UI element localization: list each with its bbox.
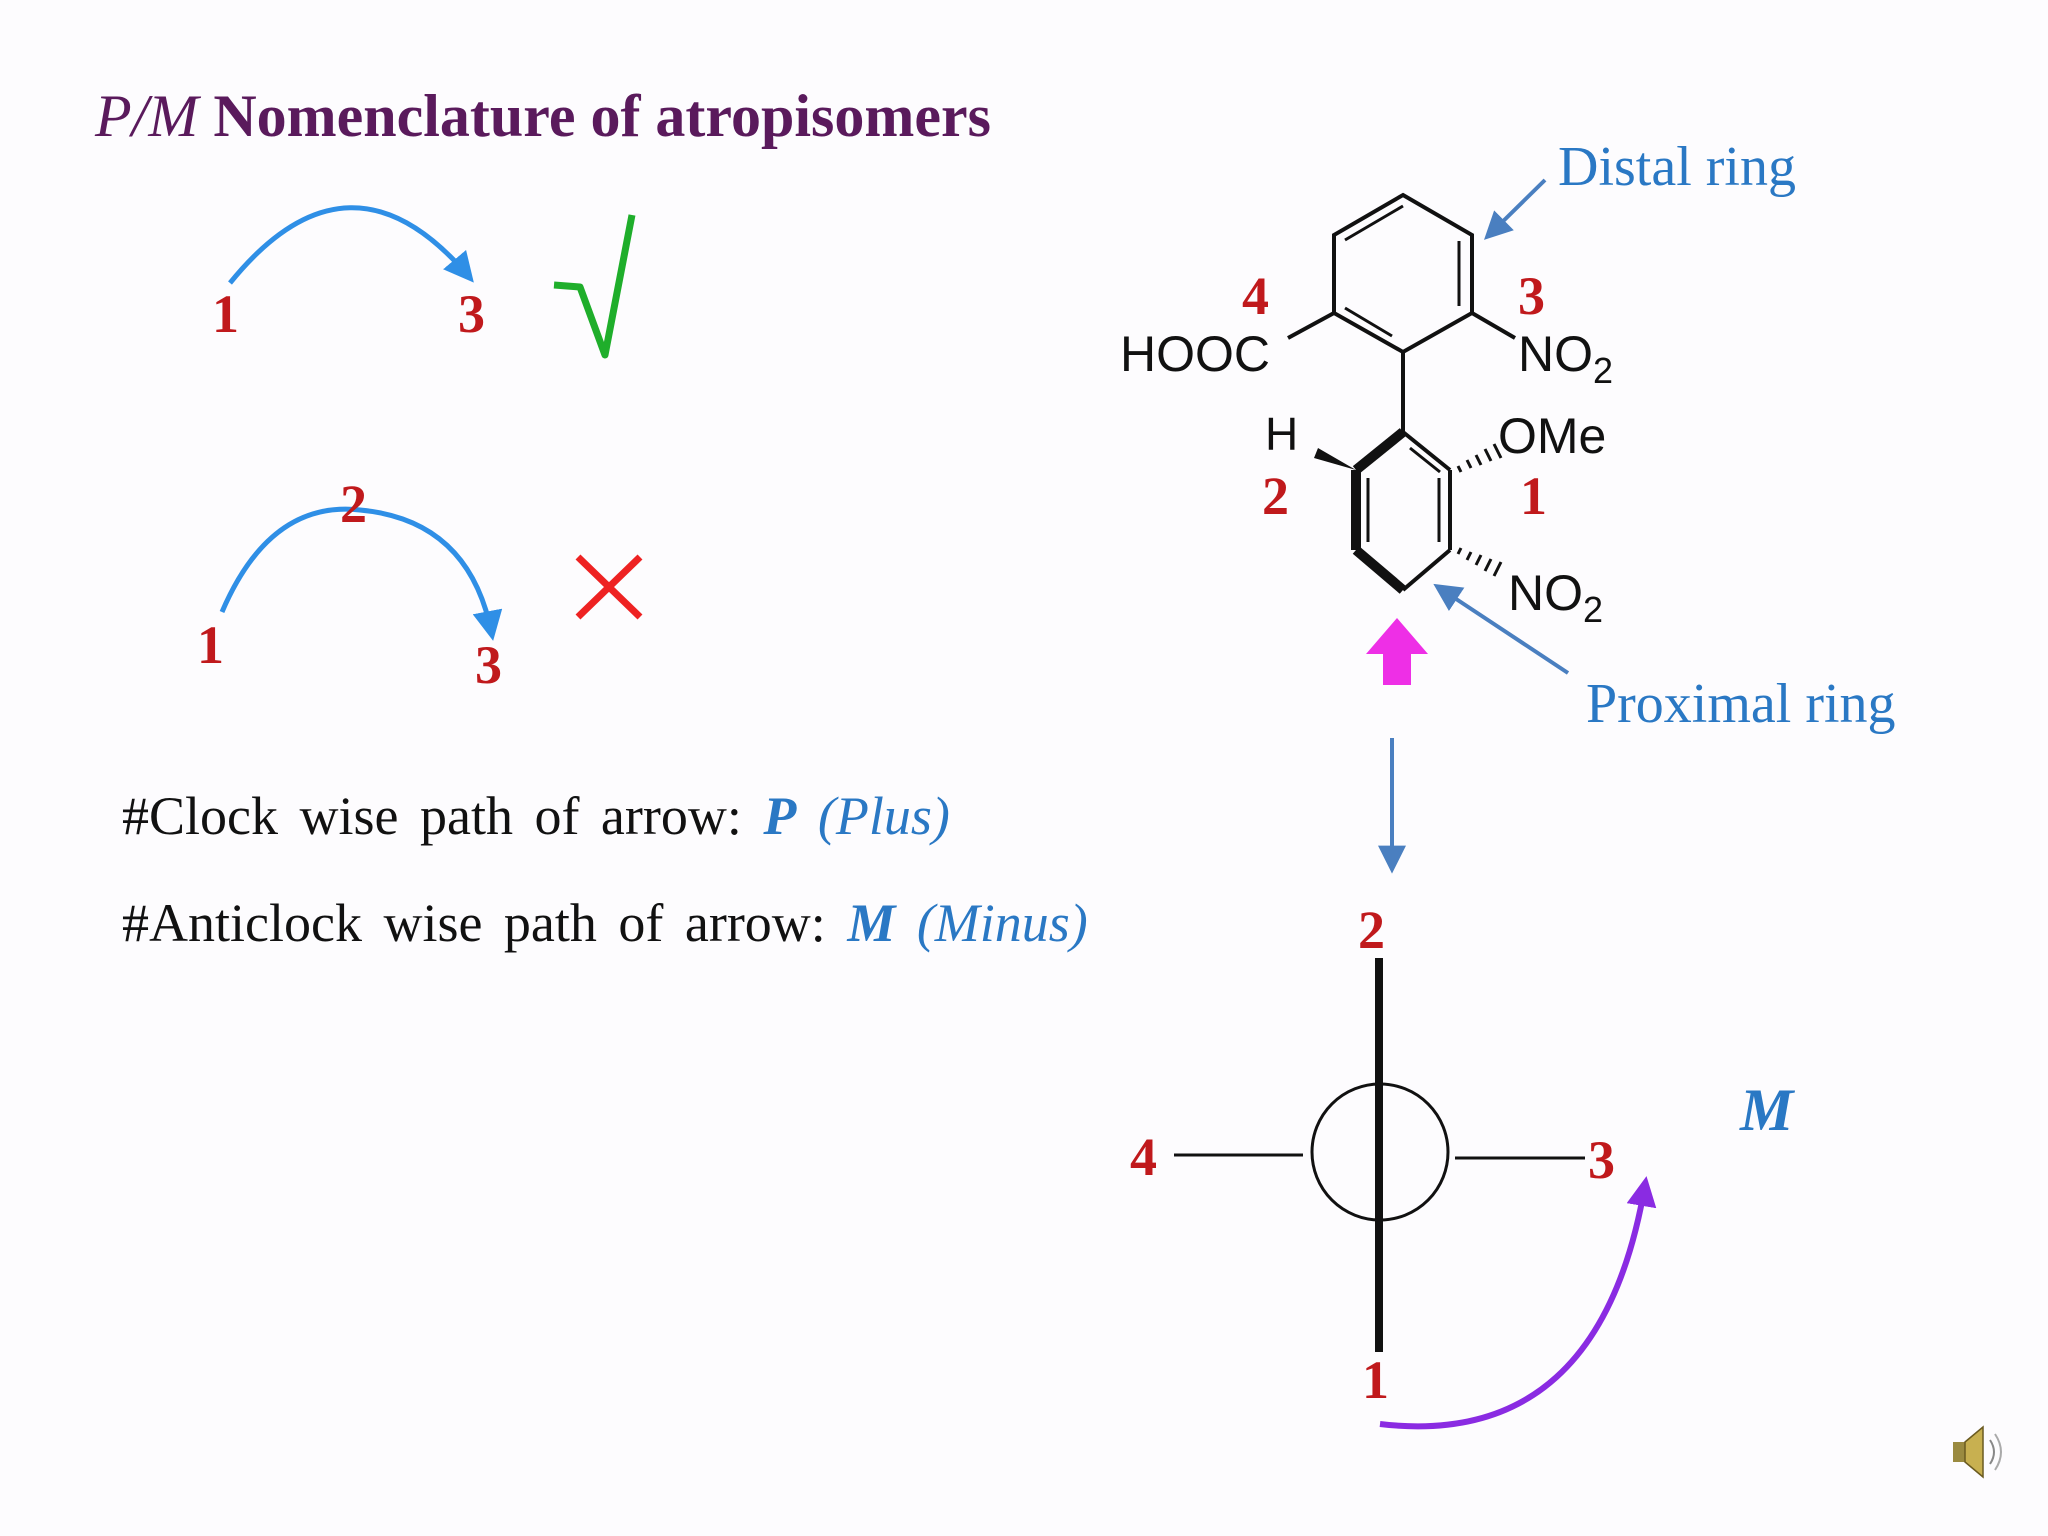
example-correct-start: 1	[212, 284, 239, 344]
rule-clockwise-text: #Clock wise path of arrow:	[122, 786, 764, 846]
title-text: Nomenclature of atropisomers	[213, 83, 991, 149]
example-incorrect: 1 2 3 ✕	[1, 0, 643, 695]
distal-ring-label: Distal ring	[1558, 136, 1796, 198]
example-incorrect-end: 3	[475, 635, 502, 695]
example-incorrect-start: 1	[197, 615, 224, 675]
label-no2-top: NO2	[1518, 326, 1613, 391]
proximal-ring-label: Proximal ring	[1586, 673, 1896, 735]
rule-anticlockwise-word: (Minus)	[916, 893, 1088, 953]
cross-mark-glyph: ✕	[1, 0, 2, 2]
rule-anticlockwise: #Anticlock wise path of arrow: M (Minus)	[122, 892, 1088, 954]
rotation-arrow	[1379, 1176, 1657, 1430]
check-mark-icon	[553, 214, 636, 359]
slide-title: P/M Nomenclature of atropisomers	[95, 82, 991, 151]
distal-ring	[1332, 192, 1474, 355]
hashed-bond-no2	[1456, 547, 1503, 577]
arc-arrow-1-3	[228, 205, 474, 285]
title-italic-part: P/M	[95, 83, 199, 149]
newman-right-number: 3	[1588, 1130, 1615, 1190]
rule-anticlockwise-symbol: M	[847, 893, 896, 953]
newman-descriptor: M	[1739, 1077, 1796, 1143]
proximal-ring	[1351, 428, 1452, 594]
rule-anticlockwise-text: #Anticlock wise path of arrow:	[122, 893, 848, 953]
newman-bottom-number: 1	[1362, 1350, 1389, 1410]
check-mark-glyph: √	[1, 0, 2, 2]
example-correct-end: 3	[458, 284, 485, 344]
label-no2-bottom: NO2	[1508, 565, 1603, 630]
newman-top-number: 2	[1358, 900, 1385, 960]
rule-clockwise: #Clock wise path of arrow: P (Plus)	[122, 785, 950, 847]
biaryl-molecule: HOOC NO2 OMe H NO2 4 3 2 1	[1120, 192, 1613, 630]
rule-clockwise-symbol: P	[763, 786, 797, 846]
newman-projection: 2 4 3 1 M	[1130, 900, 1796, 1430]
label-hooc: HOOC	[1120, 326, 1270, 382]
label-h: H	[1265, 408, 1298, 460]
arc-arrow-1-2-3	[219, 506, 503, 641]
speaker-icon[interactable]	[1953, 1425, 2002, 1479]
viewing-direction-arrow-icon	[1366, 618, 1428, 685]
rule-clockwise-word: (Plus)	[817, 786, 950, 846]
label-ome: OMe	[1498, 408, 1606, 464]
priority-2: 2	[1262, 466, 1289, 526]
newman-left-number: 4	[1130, 1127, 1157, 1187]
distal-pointer-arrow	[1484, 178, 1547, 240]
example-incorrect-middle: 2	[340, 474, 367, 534]
hashed-bond-ome	[1456, 443, 1503, 473]
priority-4: 4	[1242, 266, 1269, 326]
priority-3: 3	[1518, 266, 1545, 326]
priority-1: 1	[1520, 466, 1547, 526]
example-correct: 1 3 √	[1, 0, 636, 359]
cross-mark-icon	[575, 554, 643, 620]
proximal-pointer-arrow	[1433, 583, 1570, 675]
